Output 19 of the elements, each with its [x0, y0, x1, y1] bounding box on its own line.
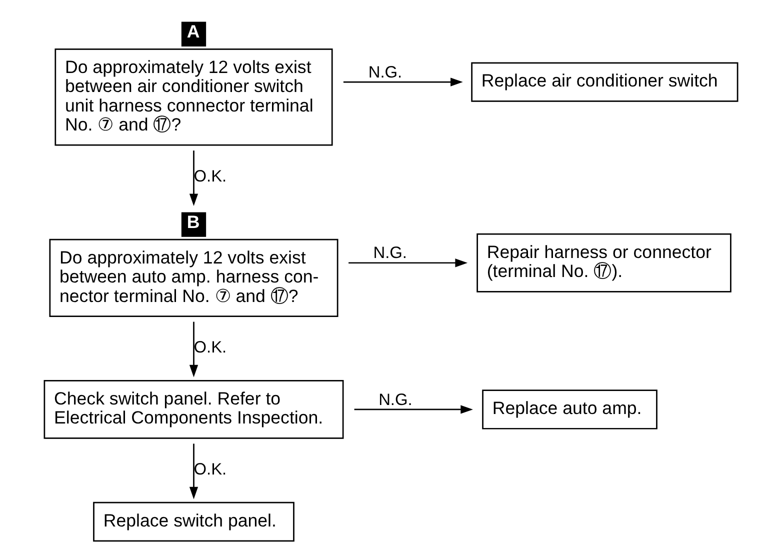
arrow	[348, 258, 468, 268]
edge-label: N.G.	[372, 244, 407, 262]
arrow	[188, 322, 198, 378]
node-label: B	[186, 212, 200, 232]
node-label: A	[186, 21, 200, 42]
arrow	[342, 78, 462, 86]
arrow	[188, 444, 198, 500]
edge-label: N.G.	[378, 390, 412, 409]
node-box: Replace auto amp.	[482, 390, 657, 430]
edge-label: N.G.	[368, 63, 402, 82]
node-box: Repair harness or connector (terminal No. ⑰).	[476, 233, 731, 292]
edge-label: O.K.	[193, 460, 226, 479]
edge-label: O.K.	[193, 338, 226, 357]
arrow	[354, 405, 472, 414]
arrow	[188, 150, 198, 206]
edge-label: O.K.	[193, 168, 226, 186]
node-box: Replace switch panel.	[92, 502, 294, 542]
node-box: Replace air conditioner switch	[470, 62, 738, 102]
node-box: Check switch panel. Refer to Electrical Components Inspection.	[43, 380, 344, 439]
